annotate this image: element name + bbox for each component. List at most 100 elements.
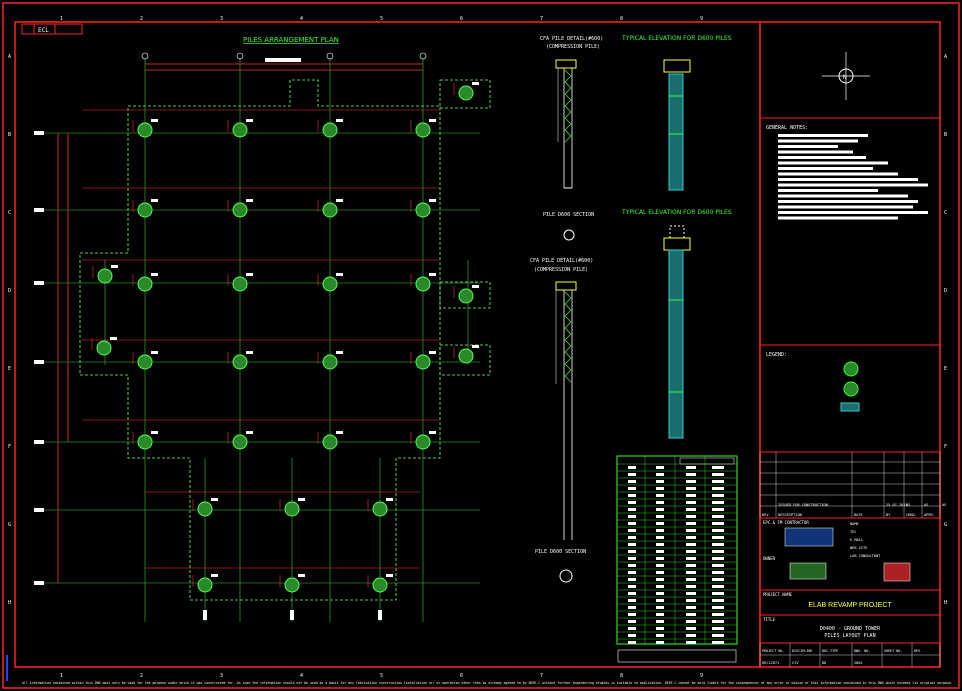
column-marker: 9 — [700, 673, 703, 679]
pile-section-bottom: PILE D600 SECTION — [535, 549, 586, 555]
pile — [284, 501, 300, 517]
svg-text:OEC12071: OEC12071 — [762, 661, 779, 665]
column-marker: 6 — [460, 673, 463, 679]
row-marker: C — [8, 210, 11, 216]
column-marker: 5 — [380, 16, 383, 22]
pile — [458, 288, 474, 304]
row-marker: B — [8, 132, 11, 138]
column-marker: 8 — [620, 673, 623, 679]
svg-text:NAME: NAME — [850, 522, 859, 526]
row-marker: H — [944, 600, 947, 606]
svg-text:SHEET NO.: SHEET NO. — [884, 649, 902, 653]
cfa-pile-detail-mid — [555, 281, 577, 540]
legend-heading: LEGEND: — [766, 352, 787, 358]
pile — [415, 122, 431, 138]
typical-elevation-top: TYPICAL ELEVATION FOR D600 PILES — [621, 35, 732, 42]
svg-text:BY: BY — [886, 513, 891, 517]
pile — [137, 276, 153, 292]
svg-text:DATE: DATE — [854, 513, 863, 517]
pile — [372, 577, 388, 593]
pile — [322, 354, 338, 370]
svg-text:N: N — [843, 74, 847, 81]
pile — [137, 122, 153, 138]
svg-text:ISSUED FOR CONSTRUCTION: ISSUED FOR CONSTRUCTION — [778, 503, 828, 507]
pile — [322, 202, 338, 218]
svg-text:PROJECT NO.: PROJECT NO. — [762, 649, 784, 653]
title-line1: D0400 - GROUND TOWER — [820, 626, 881, 632]
column-marker: 3 — [220, 16, 223, 22]
column-marker: 2 — [140, 16, 143, 22]
svg-text:CIV: CIV — [792, 661, 799, 665]
row-marker: C — [944, 210, 947, 216]
title-line2: PILES LAYOUT PLAN — [824, 633, 875, 639]
pile — [96, 340, 112, 356]
column-marker: 4 — [300, 673, 303, 679]
pile — [197, 577, 213, 593]
svg-text:REV.: REV. — [914, 649, 922, 653]
row-marker: G — [8, 522, 11, 528]
pile — [232, 276, 248, 292]
column-marker: 7 — [540, 673, 543, 679]
row-marker: D — [944, 288, 947, 294]
column-marker: 3 — [220, 673, 223, 679]
svg-text:KS: KS — [906, 503, 910, 507]
pile — [232, 354, 248, 370]
column-marker: 1 — [60, 16, 63, 22]
pile-markers — [91, 82, 479, 593]
svg-text:DWG. NO.: DWG. NO. — [854, 649, 870, 653]
dimension-lines — [57, 58, 440, 583]
disclaimer: All information contained within this DW… — [22, 681, 953, 685]
column-marker: 7 — [540, 16, 543, 22]
svg-text:DESCRIPTION: DESCRIPTION — [778, 513, 802, 517]
pile — [232, 434, 248, 450]
typical-elevation-bottom: TYPICAL ELEVATION FOR D600 PILES — [621, 209, 732, 216]
consultant-logo — [883, 562, 911, 582]
row-marker: A — [8, 54, 11, 60]
column-marker: 9 — [700, 16, 703, 22]
pile — [322, 122, 338, 138]
typical-elevation-top-drawing — [663, 59, 691, 191]
contractor-logo — [784, 527, 834, 547]
row-marker: G — [944, 522, 947, 528]
row-marker: A — [944, 54, 947, 60]
cfa-detail-top-title: CFA PILE DETAIL(#600) — [540, 36, 603, 42]
column-marker: 6 — [460, 16, 463, 22]
owner-logo — [789, 562, 827, 580]
pile — [197, 501, 213, 517]
svg-text:REV.: REV. — [762, 513, 771, 517]
row-marker: E — [944, 366, 947, 372]
row-marker: B — [944, 132, 947, 138]
project-name: ELAB REVAMP PROJECT — [808, 602, 892, 609]
column-marker: 8 — [620, 16, 623, 22]
legend — [840, 361, 860, 412]
pile — [137, 354, 153, 370]
pile — [415, 276, 431, 292]
column-marker: 4 — [300, 16, 303, 22]
pile — [322, 276, 338, 292]
row-marker: H — [8, 600, 11, 606]
pile — [232, 202, 248, 218]
column-marker: 5 — [380, 673, 383, 679]
svg-text:DOC.TYPE: DOC.TYPE — [822, 649, 838, 653]
pile — [97, 268, 113, 284]
cfa-detail-mid-sub: (COMPRESSION PILE) — [534, 267, 588, 273]
pile — [415, 202, 431, 218]
svg-text:25.07.2015: 25.07.2015 — [886, 503, 908, 507]
svg-text:APPD.: APPD. — [924, 513, 935, 517]
svg-text:E-MAIL: E-MAIL — [850, 538, 863, 542]
pile-section-mid: PILE D600 SECTION — [543, 212, 594, 218]
cfa-pile-detail-top — [555, 59, 577, 189]
row-marker: F — [8, 444, 11, 450]
pile — [372, 501, 388, 517]
pile — [284, 577, 300, 593]
svg-text:LAB CONSULTANT: LAB CONSULTANT — [850, 554, 881, 558]
row-marker: E — [8, 366, 11, 372]
pile — [458, 348, 474, 364]
column-marker: 1 — [60, 673, 63, 679]
general-notes — [778, 134, 928, 220]
svg-text:CHKD.: CHKD. — [906, 513, 917, 517]
